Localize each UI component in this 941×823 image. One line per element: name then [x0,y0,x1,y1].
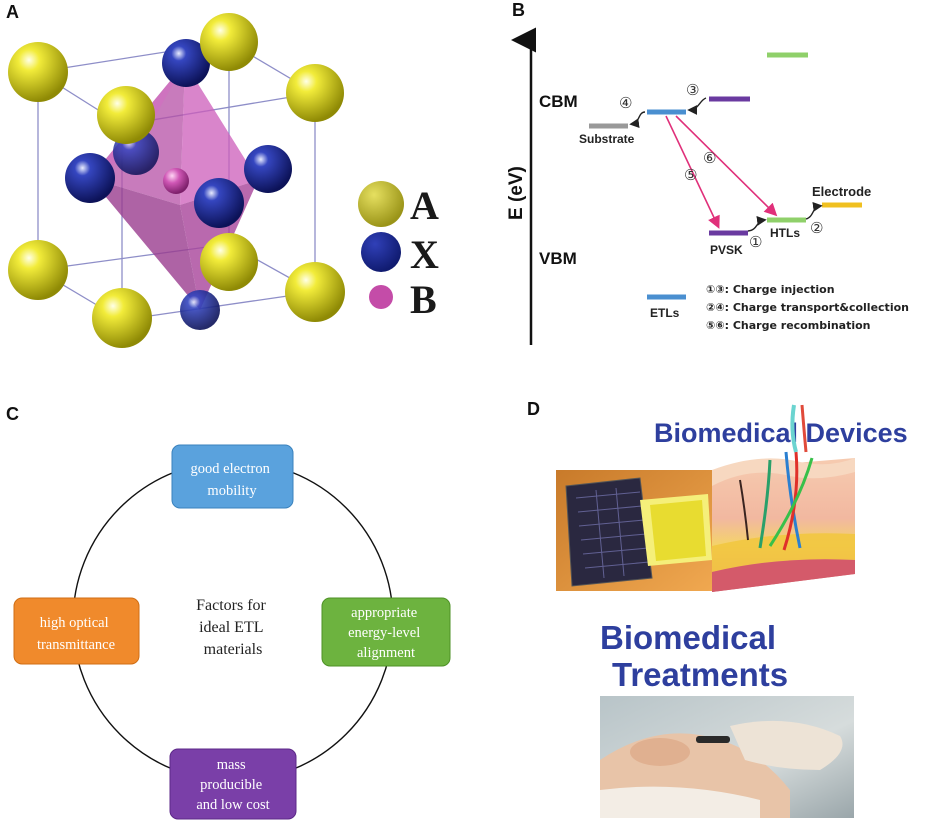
transfer-arrow-2 [805,202,823,220]
biomedical-treatments-title-line2: Treatments [612,656,788,693]
factor-box-optical-transmittance: high optical transmittance [13,597,140,665]
substrate-label: Substrate [579,132,635,146]
svg-text:mass producible: mass producible and low cost [196,757,269,813]
transfer-arrow-4 [629,111,646,128]
step-4-marker: ④ [619,94,632,112]
legend-b-label: B [410,277,437,322]
transfer-arrow-3 [687,97,707,115]
pvsk-label: PVSK [710,243,743,257]
panel-b-letter: B [512,0,525,20]
note-charge-transport: ②④: Charge transport&collection [706,301,909,314]
step-3-marker: ③ [686,81,699,99]
crystal-legend: A X B [358,181,439,322]
legend-a-swatch [358,181,404,227]
recombination-arrow-6 [675,115,778,217]
recombination-arrow-5 [665,115,720,229]
flexible-device-photo [556,470,712,591]
htls-label: HTLs [770,226,800,240]
x-site-spheres [65,39,292,330]
skin-cross-section [712,404,855,592]
biomedical-devices-title: Biomedical Devices [654,418,908,448]
factor-box-mass-producible: mass producible and low cost [169,748,297,820]
panel-d-letter: D [527,399,540,419]
legend-b-swatch [369,285,393,309]
electrode-label: Electrode [812,184,871,199]
etls-label: ETLs [650,306,680,320]
step-2-marker: ② [810,219,823,237]
step-5-marker: ⑤ [684,166,697,184]
note-charge-injection: ①③: Charge injection [706,283,835,296]
step-1-marker: ① [749,233,762,251]
biomedical-treatments-title-line1: Biomedical [600,619,776,656]
b-site-sphere [163,168,189,194]
energy-axis-label: E (eV) [506,166,527,220]
vbm-label: VBM [539,249,577,268]
panel-a-letter: A [6,2,19,22]
legend-x-label: X [410,232,439,277]
center-text: Factors for ideal ETL materials [196,597,270,658]
svg-text:good electron mobility: good electron mobility [191,461,274,499]
etl-factors-diagram: Factors for ideal ETL materials good ele… [13,444,451,820]
crystal-structure-illustration [8,13,345,348]
panel-c-letter: C [6,404,19,424]
factor-box-electron-mobility: good electron mobility [171,444,294,509]
factor-box-energy-level-alignment: appropriate energy-level alignment [321,597,451,667]
a-site-spheres [8,13,345,348]
transfer-arrow-1 [747,216,767,232]
step-6-marker: ⑥ [703,149,716,167]
treatment-photo [600,696,854,818]
legend-x-swatch [361,232,401,272]
energy-level-diagram: E (eV) CBM VBM Substrate Electrode PVSK … [506,27,909,345]
note-charge-recombination: ⑤⑥: Charge recombination [706,319,871,332]
legend-a-label: A [410,183,439,228]
biomedical-panel: Biomedical Devices [556,404,908,818]
svg-text:appropriate energy-lev: appropriate energy-level alignment [348,605,424,661]
cbm-label: CBM [539,92,578,111]
svg-text:high optical transmitt: high optical transmittance [37,615,115,653]
